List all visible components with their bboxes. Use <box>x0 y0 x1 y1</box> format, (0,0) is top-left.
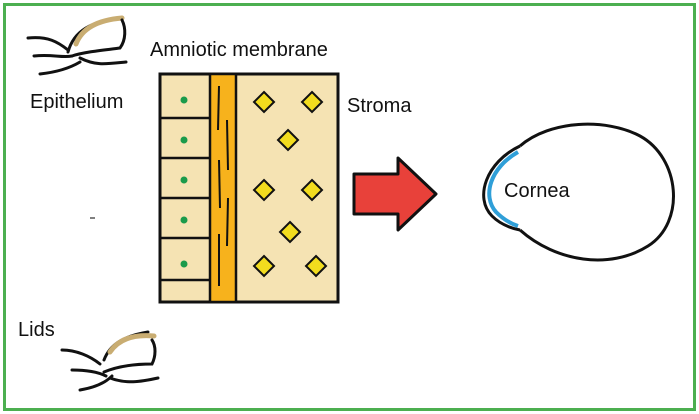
epithelium-label: Epithelium <box>30 91 124 113</box>
stroma-cell <box>252 90 276 114</box>
cell-nucleus <box>180 136 188 144</box>
eye-globe <box>482 122 675 262</box>
epithelium-layer <box>160 96 210 282</box>
stroma-cell <box>300 178 324 202</box>
lids-label: Lids <box>18 319 55 341</box>
tissue-block <box>158 72 340 304</box>
stroma-cell <box>304 254 328 278</box>
stroma-cell <box>276 128 300 152</box>
stroma-layer <box>252 90 328 278</box>
stroma-cell <box>252 178 276 202</box>
upper-lid-icon <box>26 15 128 76</box>
cornea-label: Cornea <box>504 180 570 202</box>
stroma-cell <box>278 220 302 244</box>
diagram-frame <box>3 3 696 411</box>
cell-nucleus <box>180 176 188 184</box>
cell-nucleus <box>180 260 188 268</box>
cell-nucleus <box>180 216 188 224</box>
amniotic-membrane-layer <box>208 72 238 304</box>
stroma-cell <box>252 254 276 278</box>
amniotic-membrane-label: Amniotic membrane <box>150 39 328 61</box>
stroma-label: Stroma <box>347 95 412 117</box>
lower-lid-icon <box>60 330 160 392</box>
transfer-arrow <box>352 156 438 232</box>
amniotic-graft-edge <box>487 150 520 228</box>
stroma-cell <box>300 90 324 114</box>
cell-nucleus <box>180 96 188 104</box>
